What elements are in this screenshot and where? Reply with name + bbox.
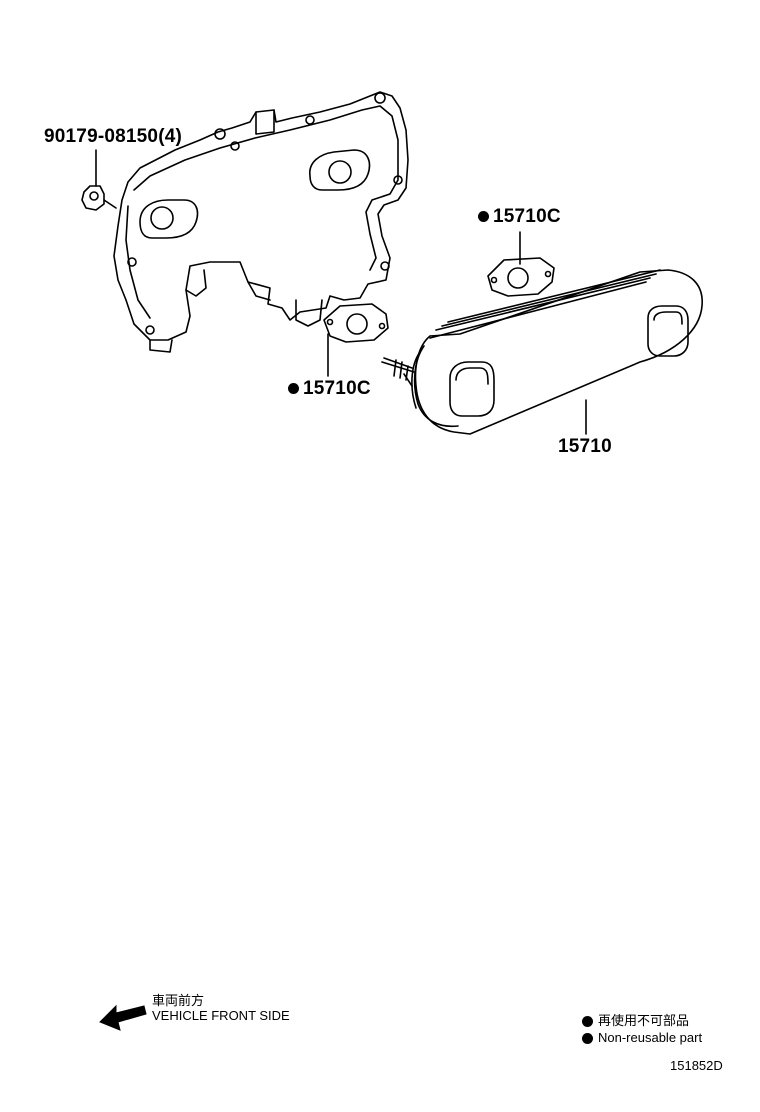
non-reusable-dot-icon (478, 211, 489, 223)
legend-japanese-text: 再使用不可部品 (598, 1013, 690, 1028)
callout-cooler: 15710 (558, 436, 612, 458)
gasket-lower (323, 303, 389, 343)
gasket-upper (487, 257, 555, 297)
legend-english: Non-reusable part (582, 1030, 702, 1045)
oil-cooler (381, 269, 703, 435)
legend-japanese: 再使用不可部品 (582, 1010, 689, 1029)
callout-gasket-upper-text: 15710C (493, 206, 561, 227)
legend-dot-icon (582, 1016, 593, 1028)
callout-gasket-lower-text: 15710C (303, 378, 371, 399)
callout-gasket-lower: 15710C (288, 378, 371, 400)
callout-gasket-upper: 15710C (478, 206, 561, 228)
legend-english-text: Non-reusable part (598, 1030, 703, 1045)
bolt-part (81, 185, 117, 211)
diagram-id: 151852D (670, 1058, 723, 1073)
direction-english: VEHICLE FRONT SIDE (152, 1008, 290, 1023)
direction-arrow-icon (99, 1004, 147, 1031)
callout-bolt-text: 90179-08150(4) (44, 126, 183, 147)
direction-japanese: 車両前方 (152, 993, 205, 1008)
legend-dot-icon (582, 1033, 593, 1045)
callout-bolt: 90179-08150(4) (44, 126, 182, 148)
non-reusable-dot-icon (288, 383, 299, 395)
engine-housing (113, 91, 409, 353)
callout-cooler-text: 15710 (558, 436, 612, 457)
